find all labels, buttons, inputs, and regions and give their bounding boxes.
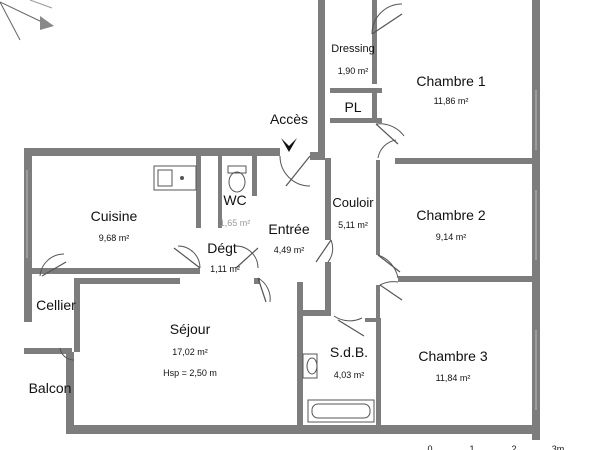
room-chambre-1: Chambre 1 11,86 m² bbox=[416, 73, 485, 106]
room-name: Dressing bbox=[331, 43, 374, 55]
room-name: Séjour bbox=[170, 321, 211, 337]
room-name: Cellier bbox=[36, 297, 76, 313]
room-area: 1,65 m² bbox=[220, 218, 251, 228]
room-name: Chambre 3 bbox=[418, 348, 487, 364]
access-label: Accès bbox=[270, 111, 308, 127]
room-area: 11,86 m² bbox=[434, 96, 469, 106]
room-area: 17,02 m² bbox=[172, 347, 208, 357]
access-arrow-icon bbox=[281, 138, 297, 152]
room-name: Dégt bbox=[207, 240, 237, 256]
room-name: Balcon bbox=[29, 380, 72, 396]
north-arrow-icon bbox=[0, 0, 54, 41]
room-area: 9,14 m² bbox=[436, 232, 467, 242]
room-name: PL bbox=[344, 99, 361, 115]
room-dressing: Dressing 1,90 m² bbox=[331, 43, 374, 76]
bathtub-icon bbox=[307, 399, 375, 423]
room-area: 4,49 m² bbox=[274, 245, 305, 255]
room-wc: WC 1,65 m² bbox=[220, 192, 251, 228]
scale-tick: 2 bbox=[511, 444, 516, 450]
toilet-icon bbox=[227, 165, 247, 193]
washbasin-icon bbox=[302, 353, 318, 379]
scale-tick: 0 bbox=[427, 444, 432, 450]
room-area: 5,11 m² bbox=[338, 220, 368, 230]
scale-tick: 1 bbox=[469, 444, 474, 450]
room-cellier: Cellier bbox=[36, 297, 76, 313]
room-sejour: Séjour 17,02 m² Hsp = 2,50 m bbox=[163, 321, 217, 378]
windows bbox=[26, 90, 537, 410]
room-name: Chambre 2 bbox=[416, 207, 485, 223]
sink-icon bbox=[153, 165, 197, 191]
room-chambre-2: Chambre 2 9,14 m² bbox=[416, 207, 485, 242]
scale-tick: 3m bbox=[552, 444, 565, 450]
scale-bar: 0 1 2 3m bbox=[427, 444, 564, 450]
room-couloir: Couloir 5,11 m² bbox=[332, 195, 374, 230]
room-entree: Entrée 4,49 m² bbox=[268, 221, 309, 255]
room-name: Cuisine bbox=[91, 208, 138, 224]
room-pl: PL bbox=[344, 99, 361, 115]
doors bbox=[39, 3, 405, 361]
room-area: 1,90 m² bbox=[338, 66, 369, 76]
room-name: Chambre 1 bbox=[416, 73, 485, 89]
room-cuisine: Cuisine 9,68 m² bbox=[91, 208, 138, 243]
room-name: Couloir bbox=[332, 195, 374, 210]
room-area: 9,68 m² bbox=[99, 233, 130, 243]
room-chambre-3: Chambre 3 11,84 m² bbox=[418, 348, 487, 383]
room-degt: Dégt 1,11 m² bbox=[207, 240, 240, 274]
room-area: 11,84 m² bbox=[436, 373, 471, 383]
room-name: S.d.B. bbox=[330, 344, 368, 360]
room-name: Entrée bbox=[268, 221, 309, 237]
room-area: 4,03 m² bbox=[334, 370, 365, 380]
room-area: 1,11 m² bbox=[210, 264, 240, 274]
room-name: WC bbox=[223, 192, 246, 208]
room-ceiling-height: Hsp = 2,50 m bbox=[163, 368, 217, 378]
room-sdb: S.d.B. 4,03 m² bbox=[330, 344, 368, 380]
room-balcon: Balcon bbox=[29, 380, 72, 396]
